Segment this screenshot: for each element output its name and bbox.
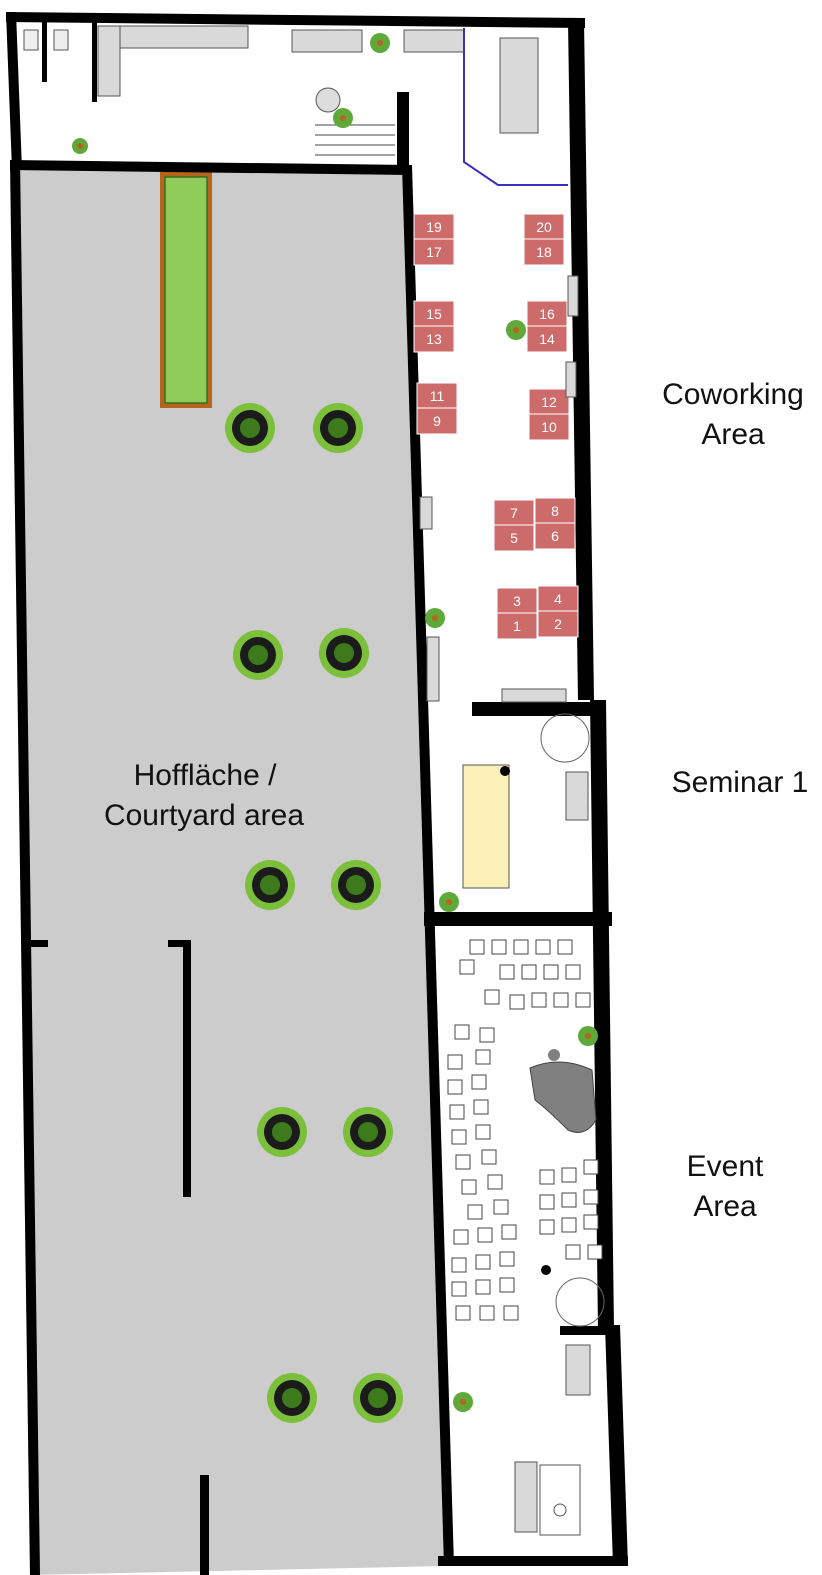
desk: 3 [496,587,538,615]
tree [257,1107,307,1157]
svg-text:10: 10 [541,419,557,435]
desk: 12 [528,388,570,416]
planter-bed [160,172,212,408]
coworking-label-line2: Area [701,418,765,451]
desk: 1 [496,612,538,640]
plant-icon [506,320,526,340]
column [541,1265,551,1275]
desk: 5 [493,524,535,552]
spiral-stair-upper [540,713,590,763]
courtyard-label-line1: Hoffläche / [134,759,278,792]
svg-text:5: 5 [510,530,518,546]
courtyard-wall-segments [30,940,209,1575]
desk: 18 [523,238,565,266]
event-label-line1: Event [687,1150,764,1183]
tree [313,403,363,453]
svg-text:13: 13 [426,331,442,347]
svg-text:17: 17 [426,244,442,260]
desk: 4 [537,585,579,613]
svg-text:16: 16 [539,306,555,322]
svg-text:20: 20 [536,219,552,235]
desk: 11 [416,382,458,410]
desk: 2 [537,610,579,638]
tree [233,630,283,680]
toilet-top [23,29,69,51]
svg-text:8: 8 [551,503,559,519]
desk: 19 [413,213,455,241]
tree [331,860,381,910]
courtyard-floor [10,168,445,1575]
stairs [315,124,395,156]
event-label-line2: Area [693,1190,757,1223]
seminar-sofa [565,771,589,821]
sofa-top [291,29,465,53]
tree [319,628,369,678]
building-walls [6,12,628,1575]
desk: 20 [523,213,565,241]
svg-text:18: 18 [536,244,552,260]
svg-text:11: 11 [430,388,445,404]
svg-text:6: 6 [551,528,559,544]
svg-text:9: 9 [433,413,441,429]
desk: 8 [534,497,576,525]
lounge-table [315,87,341,113]
plant-icon [425,608,445,628]
desk: 7 [493,499,535,527]
svg-text:14: 14 [539,331,555,347]
desk: 6 [534,522,576,550]
coworking-desks: 19 17 20 18 15 13 16 14 11 9 12 10 7 5 8… [413,213,579,640]
courtyard-label-line2: Courtyard area [104,799,304,832]
tree [245,860,295,910]
plant-icon [333,108,353,128]
tree [353,1373,403,1423]
tree [343,1107,393,1157]
event-chairs [447,939,603,1321]
plant-icon [578,1026,598,1046]
tree [225,403,275,453]
svg-text:12: 12 [541,394,557,410]
seminar-table [462,764,510,889]
desk: 15 [413,300,455,328]
desk: 16 [526,300,568,328]
plant-icon [439,892,459,912]
grand-piano [529,1049,597,1133]
tree [267,1373,317,1423]
desk: 10 [528,413,570,441]
plant-icon [370,33,390,53]
svg-text:2: 2 [554,616,562,632]
kitchen-counter [97,25,249,97]
svg-text:4: 4 [554,591,562,607]
desk: 14 [526,325,568,353]
event-furniture [514,1344,591,1533]
bathroom [539,1464,581,1536]
svg-text:15: 15 [426,306,442,322]
plant-icon [453,1392,473,1412]
coworking-label-line1: Coworking [662,378,804,411]
seminar-label: Seminar 1 [672,766,809,799]
svg-text:3: 3 [513,593,521,609]
desk: 9 [416,407,458,435]
svg-text:19: 19 [426,219,442,235]
svg-text:7: 7 [510,505,518,521]
benches [419,275,579,703]
meeting-room-boundary [463,28,568,186]
desk: 13 [413,325,455,353]
meeting-table [499,37,539,134]
svg-text:1: 1 [513,618,521,634]
desk: 17 [413,238,455,266]
column [500,766,510,776]
plant-icon [72,138,88,154]
spiral-stair-lower [555,1277,605,1327]
